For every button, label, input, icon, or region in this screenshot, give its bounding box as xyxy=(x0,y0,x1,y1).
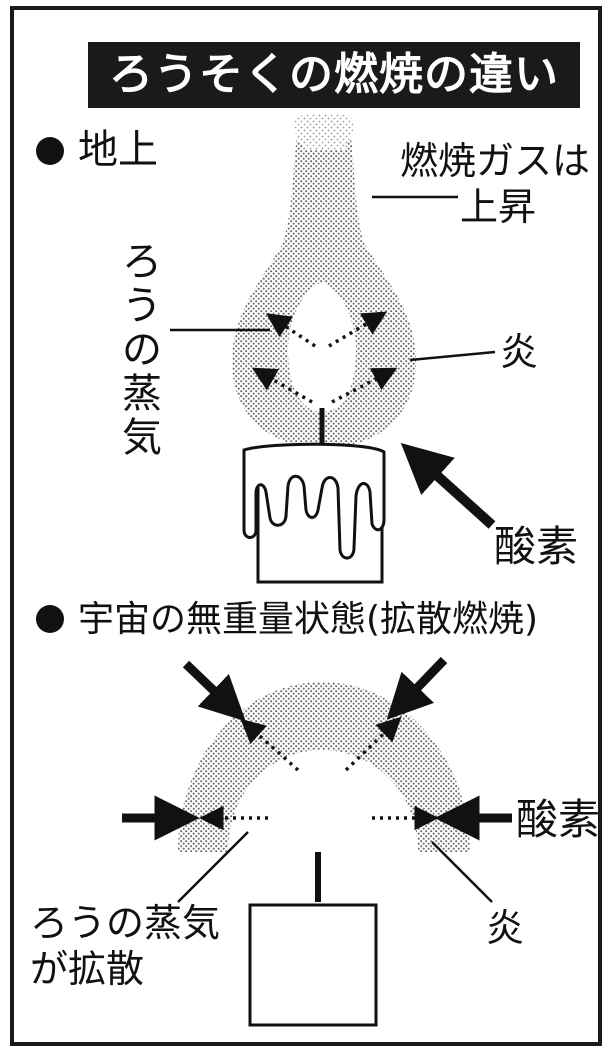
ground-oxygen-label: 酸素 xyxy=(494,522,579,571)
ground-flame xyxy=(232,113,416,448)
gas-label-line2: 上昇 xyxy=(460,185,537,229)
space-vapor-leader xyxy=(177,831,249,903)
vapor-arrow-upleft xyxy=(265,313,316,348)
space-heading-text: 宇宙の無重量状態(拡散燃焼) xyxy=(78,599,539,640)
space-vapor-label: ろうの蒸気 が拡散 xyxy=(30,900,220,992)
vapor-label-vertical: ろうの蒸気 xyxy=(122,239,162,461)
space-flame-leader xyxy=(431,841,493,903)
gas-label-line1: 燃焼ガスは xyxy=(400,139,591,183)
space-flame-label: 炎 xyxy=(486,906,525,950)
space-flame xyxy=(178,682,470,852)
ground-leaders xyxy=(170,195,496,362)
ground-heading-text: 地上 xyxy=(78,127,158,173)
space-leaders xyxy=(177,831,493,903)
space-oxygen-arrow-ul xyxy=(182,660,246,722)
flame-label: 炎 xyxy=(500,330,539,374)
diagram-title: ろうそくの燃焼の違い xyxy=(88,42,580,108)
space-oxygen-arrows xyxy=(122,656,512,841)
bullet-icon xyxy=(36,605,64,633)
space-vapor-arrows xyxy=(199,716,439,831)
space-heading: 宇宙の無重量状態(拡散燃焼) xyxy=(36,596,538,644)
space-vapor-label-line2: が拡散 xyxy=(30,947,145,991)
flame-leader-line xyxy=(409,350,496,362)
bullet-icon xyxy=(36,137,64,165)
ground-heading: 地上 xyxy=(36,126,158,174)
space-vapor-label-line1: ろうの蒸気 xyxy=(30,901,221,945)
ground-oxygen-arrow xyxy=(400,442,496,529)
space-oxygen-label: 酸素 xyxy=(516,795,601,844)
vapor-arrow-right xyxy=(331,367,398,404)
ground-candle xyxy=(242,442,386,584)
vapor-arrow-upright xyxy=(328,311,388,348)
ground-vapor-arrows xyxy=(251,311,398,404)
space-oxygen-arrow-ur xyxy=(386,656,448,720)
space-candle xyxy=(248,903,378,1027)
vapor-arrow-left xyxy=(251,367,313,404)
gas-label: 燃焼ガスは 上昇 xyxy=(400,138,590,230)
outer-frame xyxy=(10,6,602,1046)
